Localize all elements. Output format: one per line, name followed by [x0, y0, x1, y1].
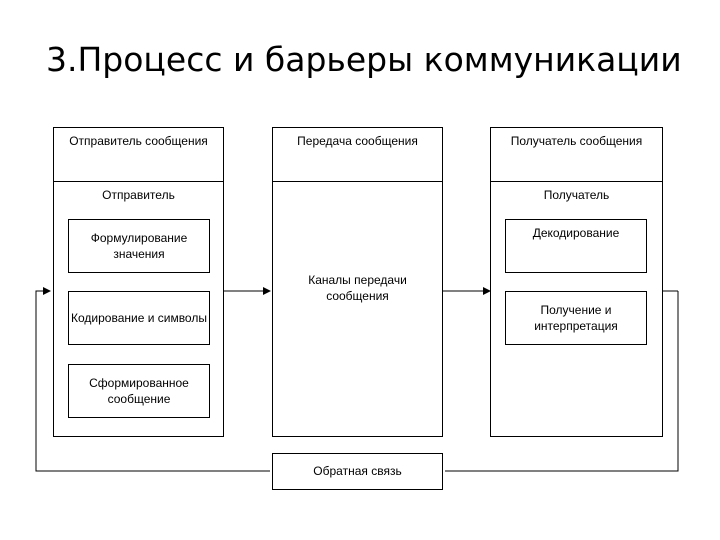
receiver-step-interpretation: Получение и интерпретация [505, 291, 647, 345]
feedback-loop-line [445, 291, 679, 472]
transmission-column [272, 127, 443, 437]
sender-step-formulation: Формулирование значения [68, 219, 210, 273]
sender-sub-label: Отправитель [102, 188, 175, 202]
transmission-divider [272, 181, 443, 182]
receiver-header: Получатель сообщения [510, 134, 643, 148]
transmission-header: Передача сообщения [297, 134, 418, 148]
feedback-box: Обратная связь [272, 453, 443, 490]
sender-step-encoding: Кодирование и символы [68, 291, 210, 345]
sender-divider [53, 181, 224, 182]
receiver-column [490, 127, 663, 437]
receiver-sub-label: Получатель [543, 188, 610, 202]
sender-header: Отправитель сообщения [69, 134, 208, 148]
channel-label: Каналы передачи сообщения [308, 273, 407, 304]
receiver-step-decoding: Декодирование [505, 219, 647, 273]
page-title: 3.Процесс и барьеры коммуникации [46, 40, 682, 79]
receiver-divider [490, 181, 663, 182]
feedback-return-line [35, 287, 270, 472]
sender-step-message: Сформированное сообщение [68, 364, 210, 418]
